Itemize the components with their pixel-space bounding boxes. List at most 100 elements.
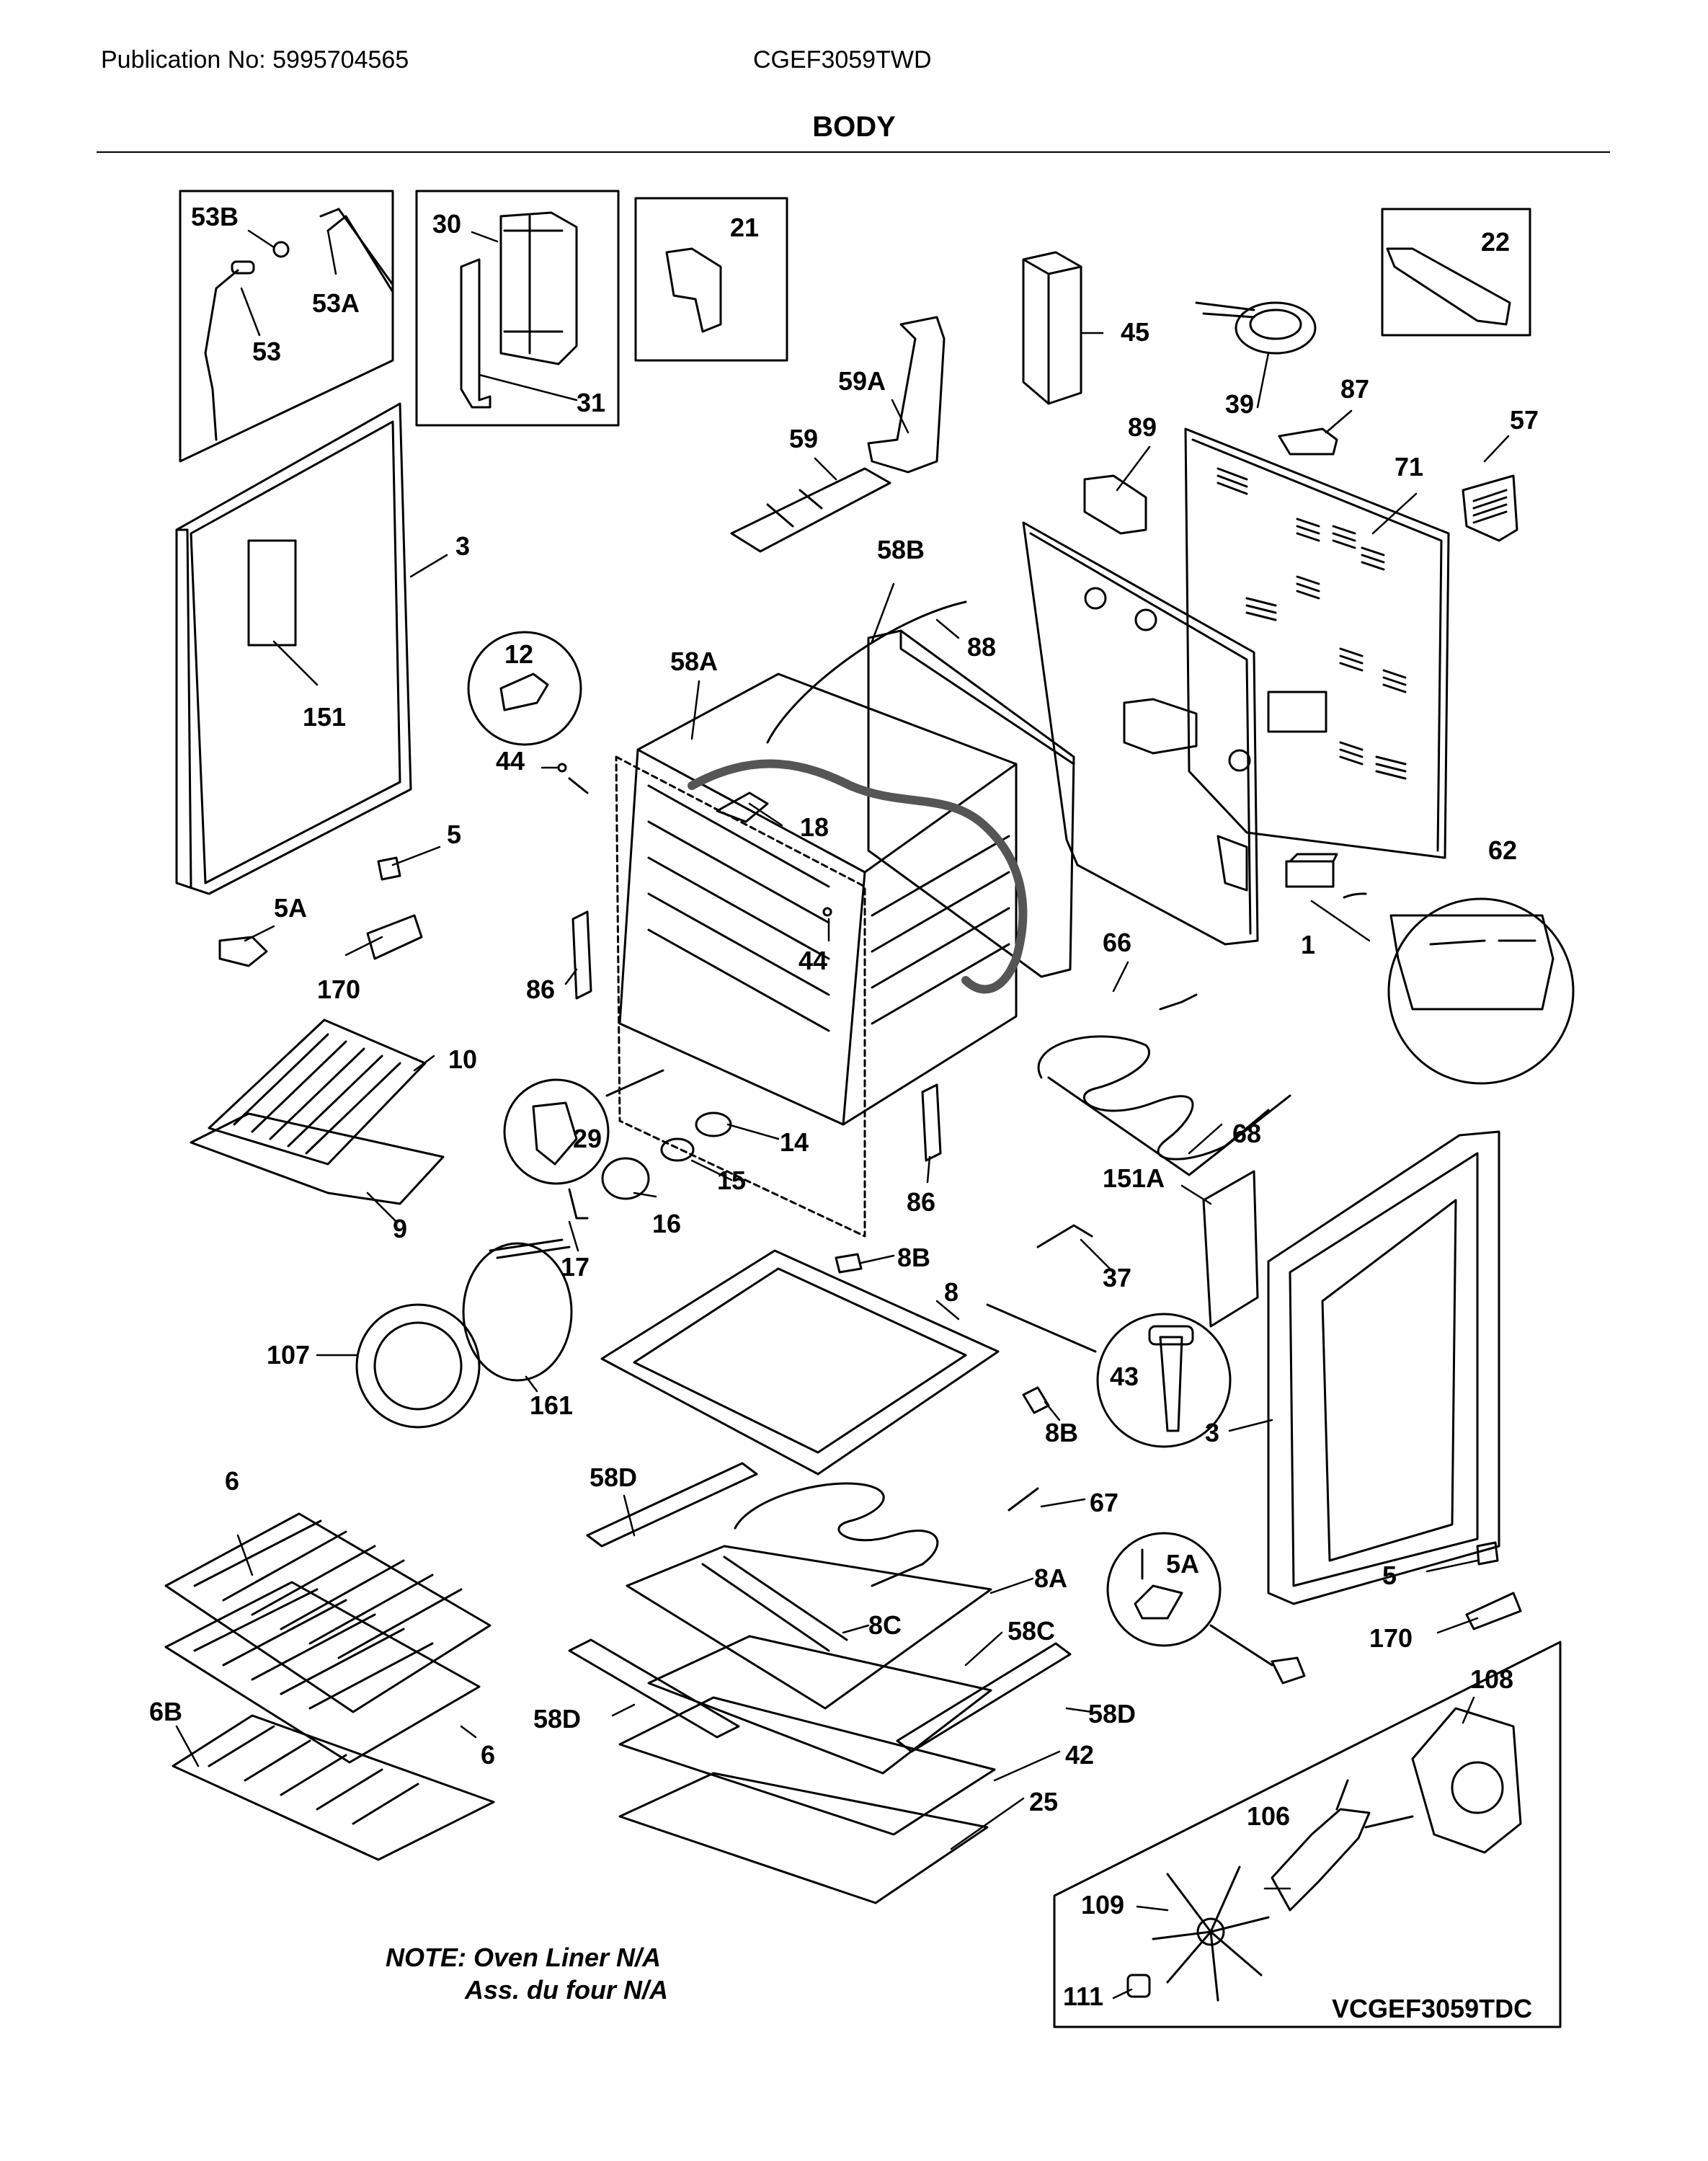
label-8c: 8C [868, 1610, 902, 1640]
label-71: 71 [1395, 452, 1423, 482]
part-106-bracket [1271, 1808, 1371, 1912]
label-9: 9 [393, 1214, 407, 1243]
label-86-right: 86 [907, 1187, 935, 1217]
part-25-panel [618, 1772, 989, 1904]
part-58d-right [896, 1642, 1072, 1753]
label-170-left: 170 [317, 975, 360, 1004]
part-21-block [665, 247, 722, 333]
part-30-bracket [499, 211, 578, 365]
label-58d-right: 58D [1088, 1699, 1136, 1729]
label-3-left: 3 [455, 531, 470, 561]
part-5a-detail-circle [1106, 1532, 1222, 1647]
label-8a: 8A [1034, 1563, 1067, 1593]
part-3-door-left [175, 402, 412, 895]
part-18-latch [716, 791, 769, 823]
label-29: 29 [573, 1124, 602, 1153]
part-5a-right [1271, 1656, 1306, 1685]
part-59a-duct [867, 316, 946, 474]
label-5-right: 5 [1382, 1561, 1397, 1590]
label-106: 106 [1247, 1801, 1290, 1831]
part-29-detail-circle [503, 1078, 610, 1185]
label-111: 111 [1063, 1982, 1103, 2011]
part-5a-left [218, 936, 268, 967]
label-8b-upper: 8B [897, 1243, 930, 1272]
part-67-element [734, 1482, 939, 1587]
label-10: 10 [448, 1044, 477, 1074]
label-68: 68 [1232, 1119, 1261, 1148]
label-31: 31 [577, 388, 605, 417]
inset-box-sensor [179, 190, 394, 463]
label-57: 57 [1510, 405, 1539, 435]
part-161-ring [462, 1242, 573, 1382]
part-39-thermostat [1235, 301, 1317, 355]
label-62: 62 [1488, 835, 1517, 865]
part-6-rack-upper [164, 1512, 492, 1713]
label-30: 30 [432, 209, 461, 239]
label-87: 87 [1340, 374, 1369, 404]
label-42: 42 [1065, 1740, 1094, 1770]
label-6-lower: 6 [481, 1740, 495, 1770]
header-rule [97, 151, 1610, 153]
label-18: 18 [800, 812, 829, 842]
part-62-detail-circle [1387, 897, 1575, 1085]
label-25: 25 [1029, 1787, 1058, 1816]
part-9-pan [190, 1112, 445, 1205]
note-line-2: Ass. du four N/A [465, 1975, 669, 2005]
part-31-strip [460, 258, 492, 409]
label-86-left: 86 [526, 975, 555, 1004]
part-42-panel [618, 1696, 996, 1836]
part-88-wire [766, 600, 967, 744]
part-62-block [1285, 860, 1335, 888]
label-58c: 58C [1008, 1616, 1055, 1646]
part-5-leveler-right [1476, 1541, 1499, 1566]
part-58a-cavity [618, 673, 1018, 1126]
diagram-code: VCGEF3059TDC [1332, 1994, 1533, 2023]
page-title: BODY [812, 111, 896, 143]
part-6b-rack [172, 1714, 495, 1861]
part-58d-left [568, 1638, 740, 1739]
label-161: 161 [530, 1390, 573, 1420]
inset-box-22 [1381, 208, 1531, 337]
label-107: 107 [267, 1340, 310, 1370]
part-58d-upper [586, 1462, 758, 1548]
part-22-bracket [1386, 247, 1511, 326]
label-17: 17 [561, 1252, 590, 1282]
label-89: 89 [1128, 412, 1157, 442]
part-58c-insulation [647, 1635, 992, 1775]
part-8a-drawer [626, 1545, 992, 1710]
part-109-fan-blade [1196, 1917, 1225, 1946]
part-58b-insulation [867, 629, 1075, 978]
label-3-right: 3 [1205, 1418, 1219, 1447]
label-5-left: 5 [447, 820, 461, 849]
part-68-bracket [1047, 1076, 1291, 1176]
part-8-tray [600, 1249, 1000, 1476]
part-8b-bracket-lower [1022, 1386, 1050, 1414]
part-170-left [366, 914, 423, 960]
part-66-element [1037, 1035, 1270, 1161]
label-151a: 151A [1103, 1163, 1165, 1193]
part-1-frame [1022, 521, 1259, 946]
note-line-1: NOTE: Oven Liner N/A [386, 1943, 662, 1972]
label-16: 16 [652, 1209, 681, 1238]
label-53a: 53A [312, 288, 360, 318]
label-58d-upper: 58D [590, 1463, 637, 1492]
part-111-nut [1126, 1974, 1151, 1998]
part-5-leveler-left [377, 856, 401, 881]
part-57-vent [1462, 474, 1518, 542]
label-53b: 53B [191, 202, 239, 231]
part-12-detail-circle [467, 631, 582, 746]
label-5a-right: 5A [1166, 1549, 1199, 1579]
label-14: 14 [780, 1127, 809, 1157]
inset-box-fan-motor [1053, 1641, 1562, 2028]
label-66: 66 [1103, 928, 1131, 957]
inset-box-21 [634, 197, 788, 362]
part-15-bulb [660, 1137, 695, 1162]
label-8: 8 [944, 1277, 958, 1307]
label-59: 59 [789, 424, 818, 453]
part-16-cover [601, 1157, 650, 1200]
part-59-duct [730, 467, 891, 553]
label-5a-left: 5A [274, 893, 307, 923]
label-44-upper: 44 [496, 746, 525, 776]
label-53: 53 [252, 337, 281, 366]
part-108-motor [1411, 1707, 1522, 1854]
